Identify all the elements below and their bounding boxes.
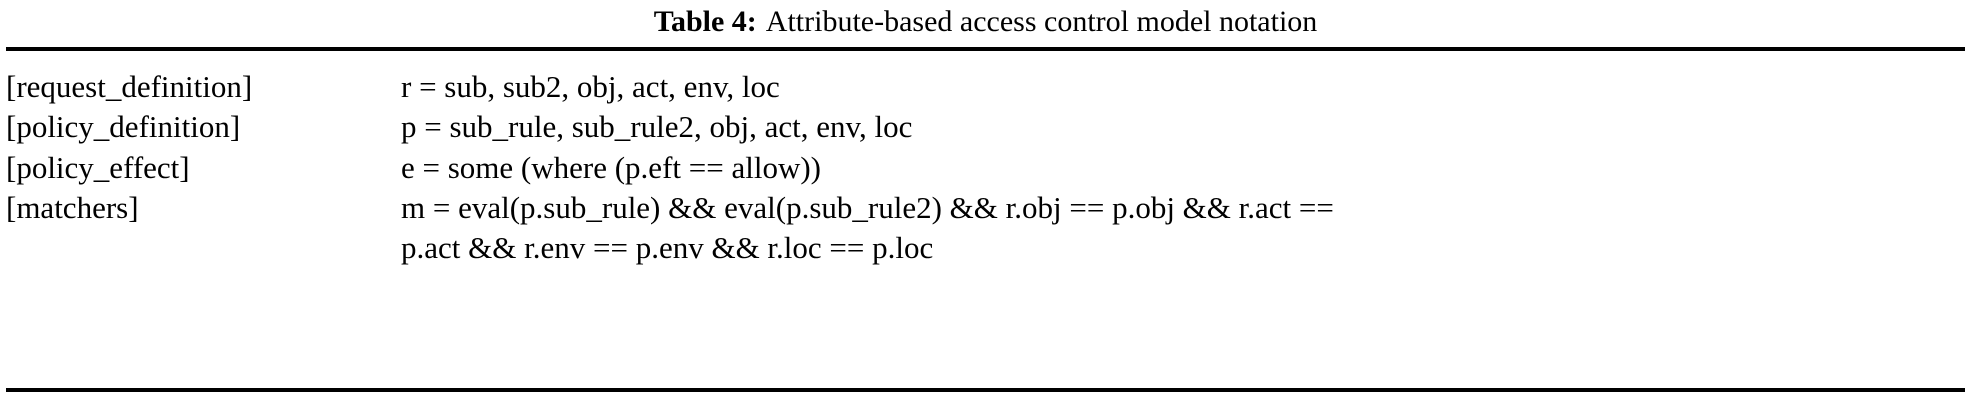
row-value-line: e = some (where (p.eft == allow)) [401,149,821,185]
table-bottom-rule [6,388,1965,392]
table-row: [matchers] m = eval(p.sub_rule) && eval(… [6,188,1965,269]
caption-text: Attribute-based access control model not… [765,5,1318,38]
row-key: [policy_definition] [6,109,241,145]
row-value: p = sub_rule, sub_rule2, obj, act, env, … [401,107,1965,147]
row-key: [request_definition] [6,69,253,104]
caption-label: Table 4: [653,5,757,38]
table-row: [policy_definition] p = sub_rule, sub_ru… [6,107,1965,147]
row-value-line: p = sub_rule, sub_rule2, obj, act, env, … [401,109,913,145]
row-value: e = some (where (p.eft == allow)) [401,148,1965,188]
table-row: [request_definition] r = sub, sub2, obj,… [6,67,1965,107]
table-top-rule [6,47,1965,51]
row-key: [policy_effect] [6,149,190,185]
table-row: [policy_effect] e = some (where (p.eft =… [6,148,1965,188]
row-value-line-continued: p.act && r.env == p.env && r.loc == p.lo… [401,230,934,266]
row-key: [matchers] [6,189,139,225]
notation-table: [request_definition] r = sub, sub2, obj,… [6,67,1965,268]
table-caption: Table 4:Attribute-based access control m… [6,0,1965,47]
row-value: r = sub, sub2, obj, act, env, loc [401,67,1965,107]
row-value-line: m = eval(p.sub_rule) && eval(p.sub_rule2… [401,189,1334,225]
row-value-line: r = sub, sub2, obj, act, env, loc [401,69,780,104]
table-body: [request_definition] r = sub, sub2, obj,… [6,67,1965,268]
row-value: m = eval(p.sub_rule) && eval(p.sub_rule2… [401,188,1965,269]
